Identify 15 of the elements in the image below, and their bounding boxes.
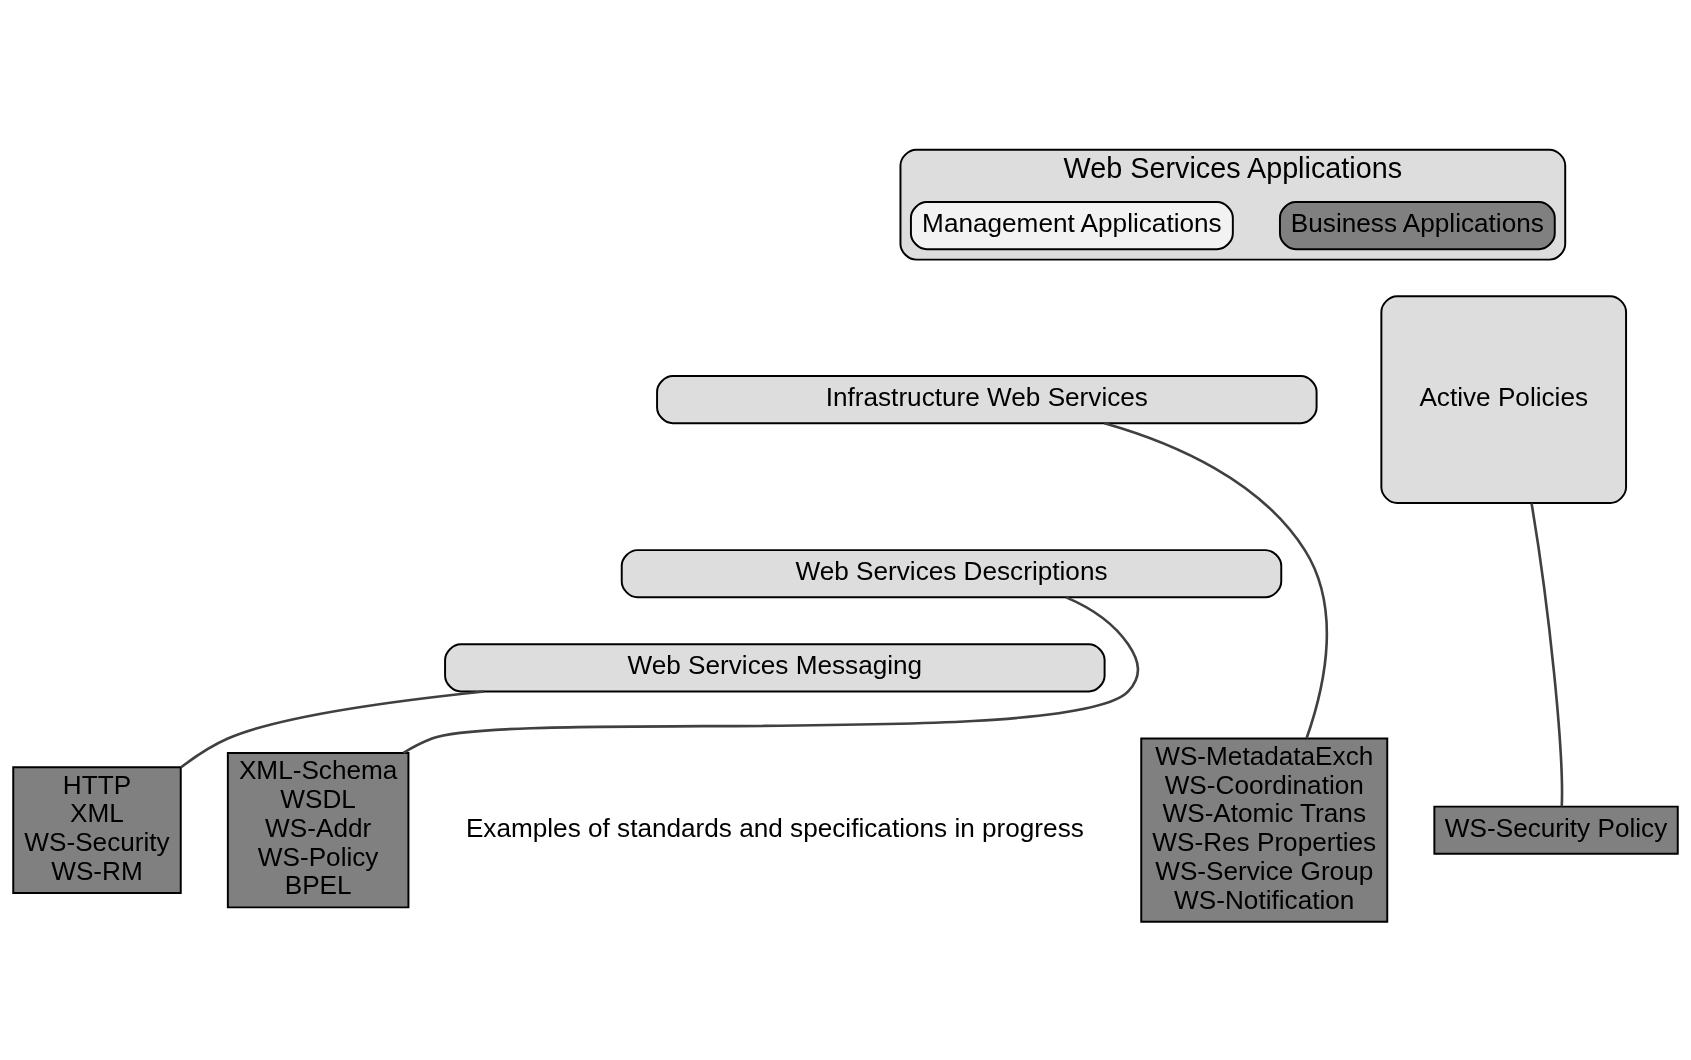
node-box: HTTP XML WS-Security WS-RM	[12, 765, 182, 894]
connector	[402, 595, 1140, 754]
node-box: WS-MetadataExch WS-Coordination WS-Atomic Trans WS-Res Properties WS-Service Group WS-Notification	[1140, 737, 1389, 923]
node-box: Management Applications	[909, 200, 1234, 250]
node-box: Infrastructure Web Services	[656, 374, 1318, 424]
connector	[180, 689, 485, 768]
node-box: Web Services Messaging	[444, 642, 1106, 692]
node-box: WS-Security Policy	[1433, 805, 1679, 855]
node-box: XML-Schema WSDL WS-Addr WS-Policy BPEL	[226, 751, 410, 908]
connector	[1530, 502, 1564, 807]
connector	[1104, 421, 1329, 739]
node-box: Business Applications	[1278, 200, 1556, 250]
label: Examples of standards and specifications in progress	[465, 812, 1084, 843]
node-box: Active Policies	[1380, 294, 1628, 504]
node-box: Web Services Descriptions	[620, 548, 1283, 598]
